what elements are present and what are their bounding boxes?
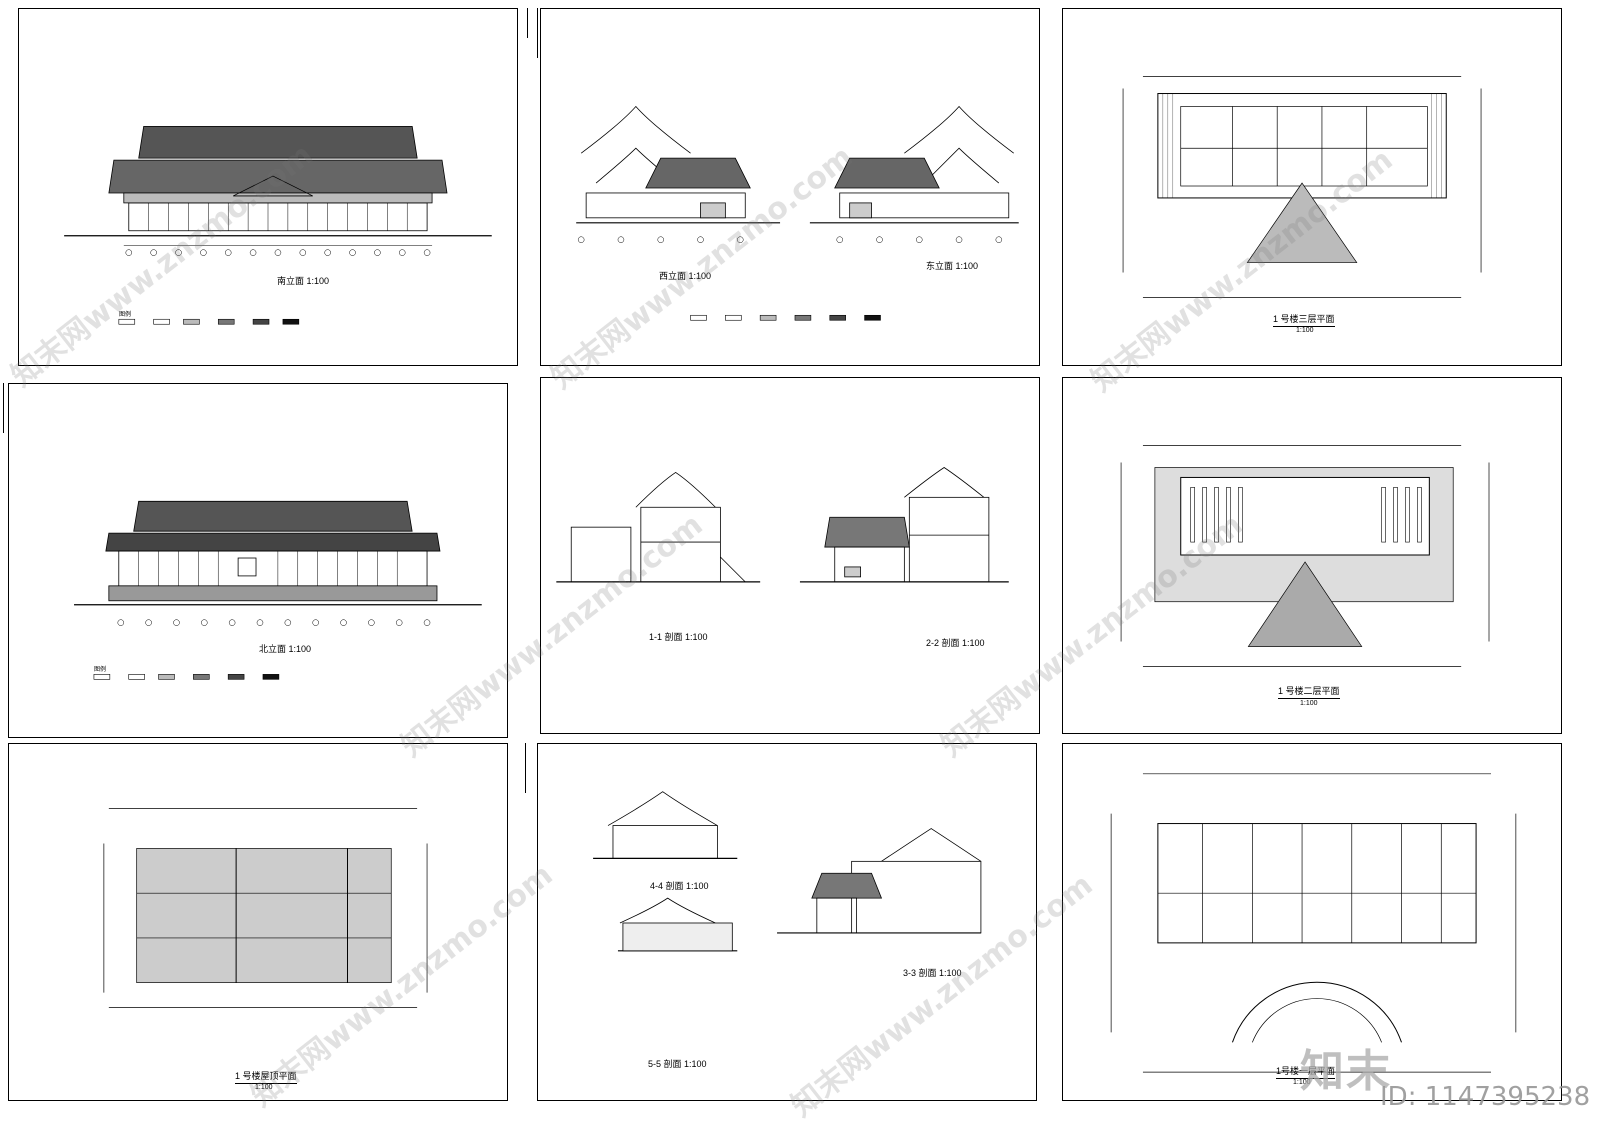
second-floor-plan-drawing	[1120, 445, 1490, 667]
cut-mark	[527, 8, 528, 38]
roof-plan-title: 1 号楼屋顶平面	[235, 1069, 297, 1084]
east-elevation-title: 东立面	[926, 261, 954, 271]
third-floor-plan-drawing	[1122, 76, 1482, 298]
north-elevation-drawing	[74, 500, 482, 680]
second-floor-plan-title: 1 号楼二层平面	[1278, 684, 1340, 699]
roof-plan-drawing	[103, 808, 428, 1008]
west-elevation-scale: 1:100	[688, 271, 712, 281]
section-5-5-scale: 1:100	[684, 1059, 707, 1069]
third-floor-plan-scale: 1:100	[1296, 327, 1314, 334]
first-floor-plan-drawing	[1110, 773, 1517, 1073]
section-1-1-scale: 1:100	[685, 632, 708, 642]
section-4-4-title: 4-4 剖面	[650, 881, 684, 891]
south-elevation-legend-head: 图例	[119, 312, 132, 318]
sheet-sections-1-2: 1-1 剖面 1:100 2-2 剖面 1:100	[540, 377, 1040, 734]
sheet-third-floor-plan: 1 号楼三层平面 1:100	[1062, 8, 1562, 366]
section-2-2-scale: 1:100	[962, 638, 985, 648]
sheet-south-elevation: 南立面 1:100 图例	[18, 8, 518, 366]
cut-mark	[3, 383, 4, 433]
south-elevation-title: 南立面	[277, 276, 305, 286]
north-elevation-legend-head: 图例	[94, 667, 107, 673]
asset-id-label: ID: 1147395238	[1380, 1082, 1591, 1112]
sections-3-4-5-drawing	[593, 791, 982, 952]
south-elevation-scale: 1:100	[306, 276, 330, 286]
section-4-4-scale: 1:100	[686, 881, 709, 891]
north-elevation-scale: 1:100	[288, 644, 312, 654]
west-east-elevation-drawing	[576, 105, 1019, 321]
sheet-first-floor-plan: 1号楼一层平面 1:100	[1062, 743, 1562, 1101]
sheet-second-floor-plan: 1 号楼二层平面 1:100	[1062, 377, 1562, 734]
first-floor-plan-scale: 1:100	[1293, 1079, 1311, 1086]
north-elevation-title: 北立面	[259, 644, 287, 654]
cut-mark	[537, 8, 538, 58]
section-3-3-scale: 1:100	[939, 968, 962, 978]
roof-plan-scale: 1:100	[255, 1084, 273, 1091]
sheet-roof-plan: 1 号楼屋顶平面 1:100	[8, 743, 508, 1101]
east-elevation-scale: 1:100	[955, 261, 979, 271]
west-elevation-title: 西立面	[659, 271, 687, 281]
section-5-5-title: 5-5 剖面	[648, 1059, 682, 1069]
second-floor-plan-scale: 1:100	[1300, 700, 1318, 707]
sheet-west-east-elevation: 西立面 1:100 东立面 1:100	[540, 8, 1040, 366]
third-floor-plan-title: 1 号楼三层平面	[1273, 312, 1335, 327]
section-1-1-title: 1-1 剖面	[649, 632, 683, 642]
sheet-sections-3-4-5: 4-4 剖面 1:100 5-5 剖面 1:100 3-3 剖面 1:100	[537, 743, 1037, 1101]
section-3-3-title: 3-3 剖面	[903, 968, 937, 978]
cut-mark	[525, 743, 526, 793]
first-floor-plan-title: 1号楼一层平面	[1276, 1064, 1336, 1079]
sheet-north-elevation: 北立面 1:100 图例	[8, 383, 508, 738]
south-elevation-drawing	[64, 125, 492, 325]
brand-logo: 知末	[1300, 1046, 1392, 1097]
section-2-2-title: 2-2 剖面	[926, 638, 960, 648]
sections-1-2-drawing	[556, 467, 1009, 583]
